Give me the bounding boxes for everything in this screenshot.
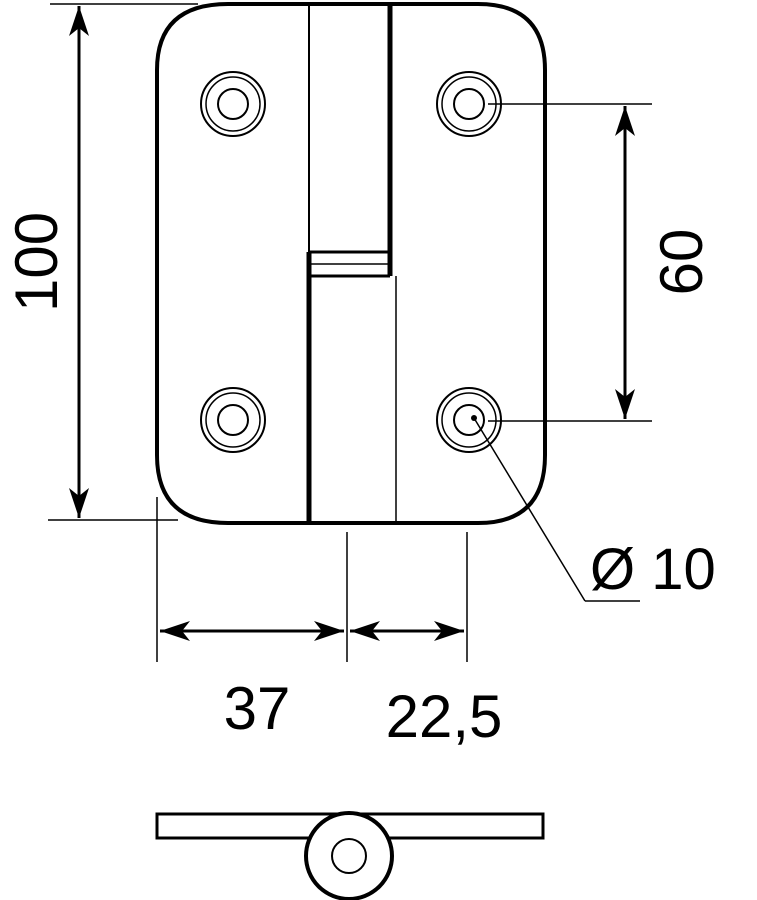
side-view-knuckle-pin [331,838,367,874]
dimension-label-height: 100 [3,212,70,312]
hinge-side-view [155,811,545,900]
screw-hole-bottom-right [436,387,502,453]
dimension-label-hole-diameter: Ø 10 [590,537,716,602]
dimension-label-hole-spacing: 60 [648,229,715,296]
screw-hole-top-left [200,71,266,137]
hinge-outline [155,1,547,525]
leader-hole-diameter [471,415,640,602]
hinge-knuckle [306,6,397,523]
screw-hole-bottom-left [200,387,266,453]
dimension-label-left-width: 37 [224,675,291,742]
hinge-front-view [155,1,547,525]
dimension-height [48,3,198,521]
dimension-widths [156,497,468,662]
dimension-hole-spacing [488,103,652,422]
dimension-label-right-width: 22,5 [386,683,503,750]
